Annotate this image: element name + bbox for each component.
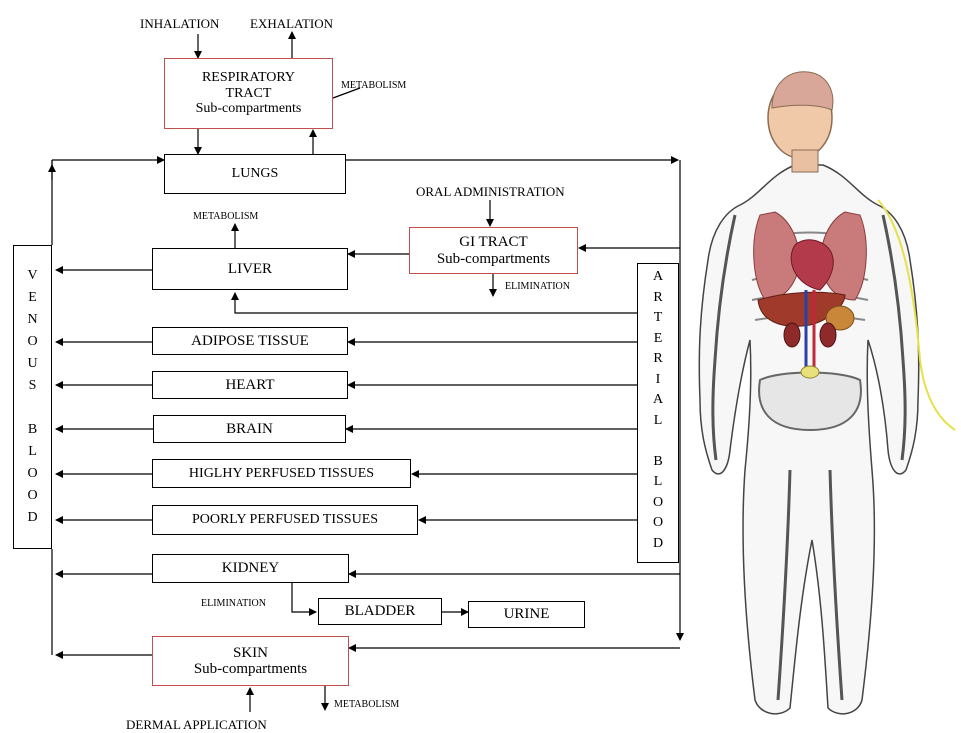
human-body-illustration (0, 0, 961, 731)
pbpk-diagram: INHALATION EXHALATION METABOLISM ORAL AD… (0, 0, 961, 731)
